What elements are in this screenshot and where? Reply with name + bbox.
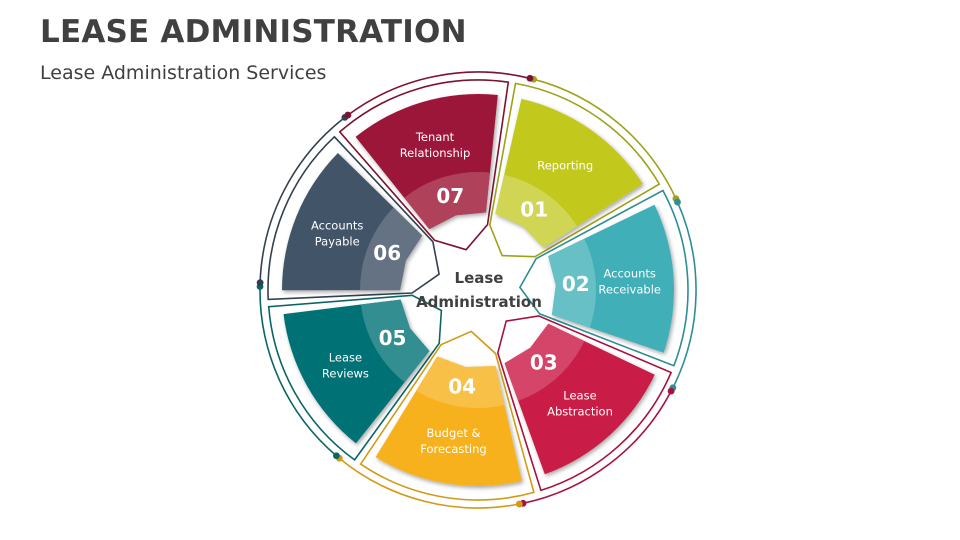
segment-highlight: [504, 323, 585, 401]
segment-highlight: [359, 207, 423, 291]
connector-dot: [344, 111, 352, 119]
segment-outline: [518, 189, 689, 367]
page-subtitle: Lease Administration Services: [40, 62, 327, 84]
connector-arc: [522, 390, 672, 505]
segment-label: Budget &Forecasting: [420, 426, 486, 456]
segment-outline: [267, 135, 440, 301]
page-title: LEASE ADMINISTRATION: [40, 14, 467, 50]
segment-number: 03: [530, 351, 558, 375]
segment-number: 01: [520, 198, 548, 222]
segment-highlight: [404, 171, 490, 230]
segment-01: 01 Reporting: [488, 75, 680, 258]
connector-dot: [515, 500, 523, 508]
connector-dot: [674, 198, 681, 206]
connector-dot: [526, 74, 534, 82]
segment-outline: [496, 315, 673, 492]
center-label-line1: Lease: [454, 269, 504, 287]
connector-arc: [338, 457, 520, 509]
connector-dot: [667, 387, 675, 395]
segment-label: Reporting: [537, 158, 593, 172]
segment-number: 07: [436, 184, 464, 208]
segment-number: 05: [379, 326, 407, 350]
connector-arc: [259, 286, 337, 457]
center-label: Lease Administration: [398, 266, 560, 314]
segment-outline: [488, 82, 661, 258]
segment-outline: [338, 79, 510, 251]
segment-highlight: [416, 356, 505, 408]
connector-arc: [259, 116, 346, 283]
segment-highlight: [360, 299, 430, 383]
segment-outline: [359, 330, 535, 501]
connector-arc: [533, 78, 677, 199]
segment-outline: [267, 294, 443, 462]
segment-number: 02: [562, 272, 590, 296]
connector-dot: [333, 452, 340, 460]
connector-arc: [672, 201, 697, 389]
center-label-line2: Administration: [416, 293, 542, 311]
segment-highlight: [548, 238, 597, 328]
segment-number: 04: [448, 375, 476, 399]
segment-number: 06: [373, 241, 401, 265]
segment-highlight: [495, 174, 578, 248]
connector-arc: [347, 71, 531, 116]
connector-dot: [256, 279, 264, 287]
